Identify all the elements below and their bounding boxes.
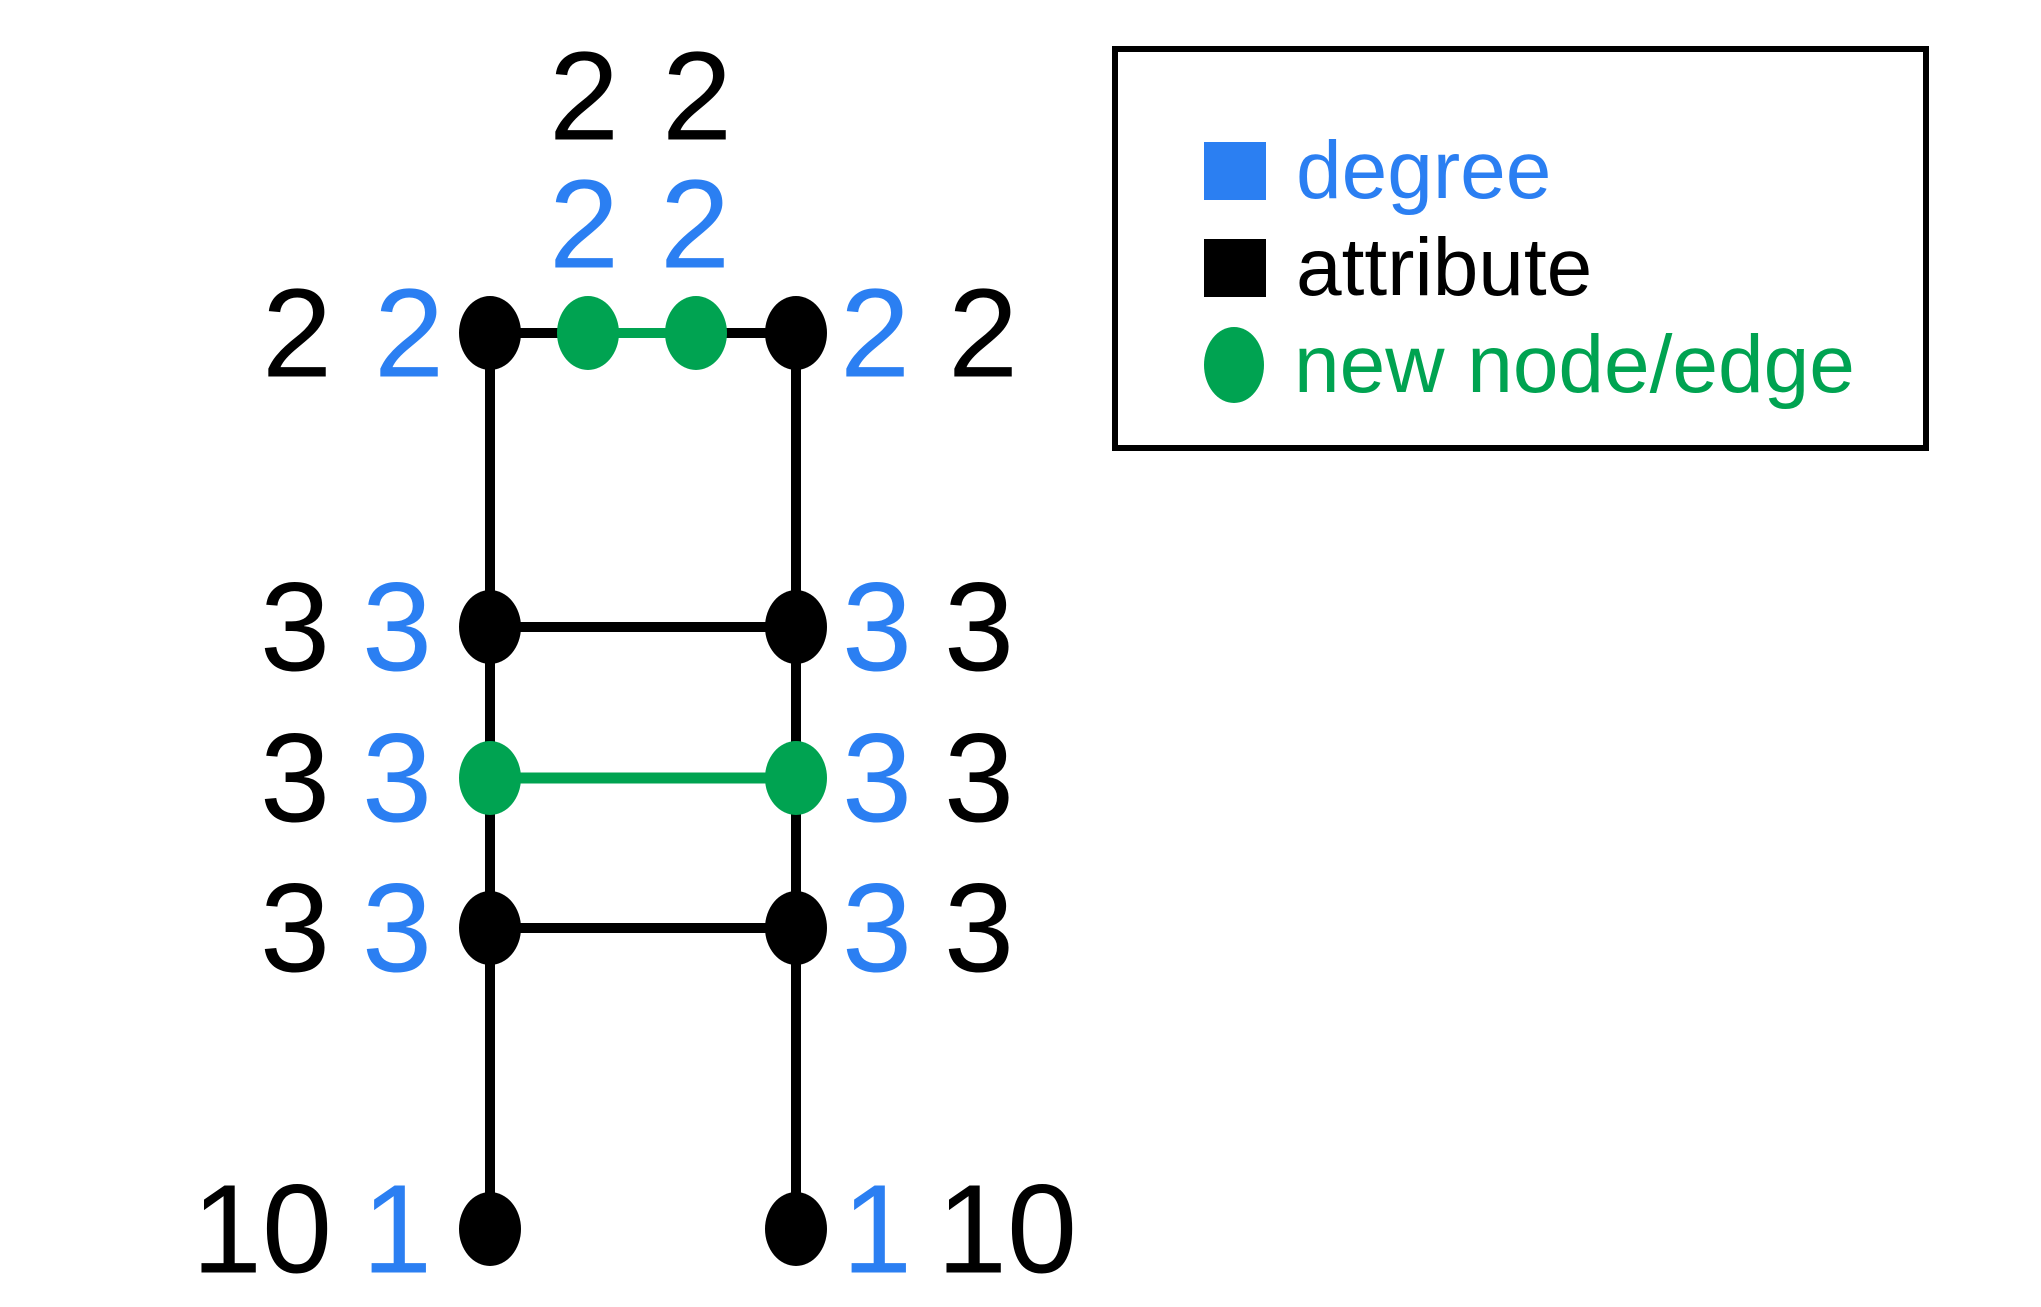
graph-node (765, 1192, 827, 1266)
attribute-label: 3 (944, 858, 1014, 999)
graph-node (765, 590, 827, 664)
attribute-label: 2 (948, 263, 1018, 404)
degree-swatch (1204, 141, 1266, 200)
attribute-label: 10 (192, 1159, 332, 1300)
degree-label: 2 (374, 263, 444, 404)
graph-node-new (665, 296, 727, 370)
graph-node-new (459, 741, 521, 815)
degree-label: 3 (362, 557, 432, 698)
degree-label: 1 (362, 1159, 432, 1300)
new-node-edge-swatch (1204, 326, 1264, 403)
degree-label: 3 (842, 708, 912, 849)
attribute-label: 2 (549, 26, 619, 167)
degree-label: 3 (362, 708, 432, 849)
graph-node (765, 296, 827, 370)
attribute-label: 2 (262, 263, 332, 404)
legend: degree attribute new node/edge (1112, 46, 1929, 451)
degree-label: 1 (842, 1159, 912, 1300)
legend-label-new-node-edge: new node/edge (1294, 318, 1855, 410)
legend-item-attribute: attribute (1204, 219, 1923, 316)
attribute-label: 3 (260, 557, 330, 698)
graph-node-new (765, 741, 827, 815)
degree-label: 2 (660, 154, 730, 295)
degree-label: 3 (842, 858, 912, 999)
legend-label-attribute: attribute (1296, 221, 1593, 313)
graph-node (459, 590, 521, 664)
graph-node (765, 891, 827, 965)
graph-node (459, 891, 521, 965)
legend-label-degree: degree (1296, 124, 1552, 216)
graph-node-new (557, 296, 619, 370)
attribute-label: 3 (260, 858, 330, 999)
legend-item-degree: degree (1204, 122, 1923, 219)
legend-item-new-node-edge: new node/edge (1204, 316, 1923, 413)
degree-label: 3 (842, 557, 912, 698)
graph-node (459, 296, 521, 370)
attribute-label: 3 (944, 708, 1014, 849)
attribute-label: 3 (944, 557, 1014, 698)
graph-node (459, 1192, 521, 1266)
attribute-swatch (1204, 238, 1266, 297)
attribute-label: 3 (260, 708, 330, 849)
attribute-label: 2 (662, 26, 732, 167)
degree-label: 2 (840, 263, 910, 404)
attribute-label: 10 (937, 1159, 1077, 1300)
degree-label: 3 (362, 858, 432, 999)
degree-label: 2 (549, 154, 619, 295)
